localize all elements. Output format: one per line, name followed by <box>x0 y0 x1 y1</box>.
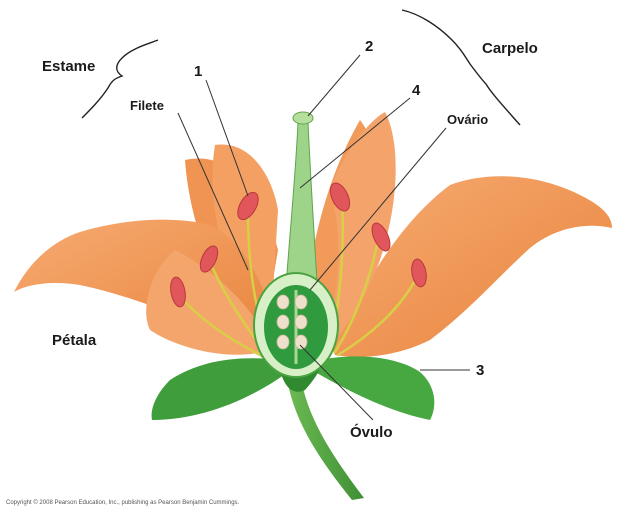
leader-2 <box>308 55 360 116</box>
sepal-right <box>315 356 434 420</box>
ovule <box>277 315 289 329</box>
label-filete: Filete <box>130 98 164 113</box>
label-carpelo: Carpelo <box>482 40 538 57</box>
ovule <box>277 295 289 309</box>
label-number-2: 2 <box>365 38 373 55</box>
label-number-3: 3 <box>476 362 484 379</box>
label-ovulo: Óvulo <box>350 424 393 441</box>
label-estame: Estame <box>42 58 95 75</box>
ovule <box>295 295 307 309</box>
copyright-notice: Copyright © 2008 Pearson Education, Inc.… <box>6 500 239 506</box>
label-number-1: 1 <box>194 63 202 80</box>
sepal-left <box>152 358 288 420</box>
ovule <box>277 335 289 349</box>
ovule <box>295 335 307 349</box>
label-number-4: 4 <box>412 82 420 99</box>
ovule <box>295 315 307 329</box>
carpelo-brace <box>402 10 520 125</box>
label-ovario: Ovário <box>447 112 488 127</box>
label-petala: Pétala <box>52 332 96 349</box>
